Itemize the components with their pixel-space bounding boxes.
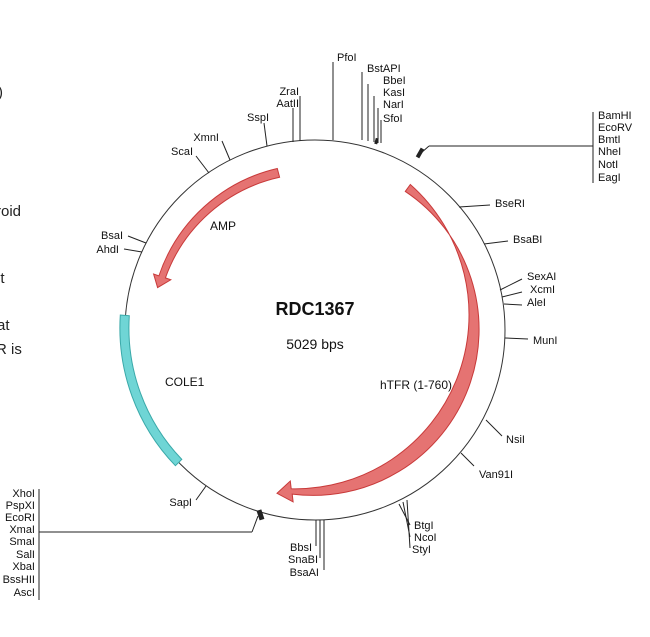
site-alei: AleI [527, 297, 546, 309]
edge-text-5: R is [0, 341, 22, 358]
site-sapi: SapI [169, 497, 192, 509]
nsii-tick [485, 419, 503, 437]
site-aatii: AatII [276, 98, 299, 110]
site-noti: NotI [598, 159, 618, 171]
edge-text-1: ) [0, 84, 3, 101]
sapi-tick [195, 485, 207, 501]
site-van91i: Van91I [479, 469, 513, 481]
site-ncoi: NcoI [414, 532, 437, 544]
htfr-label: hTFR (1-760) [380, 378, 452, 392]
site-smai: SmaI [9, 536, 35, 548]
site-nari: NarI [383, 99, 404, 111]
cole1-label: COLE1 [165, 375, 205, 389]
site-asci: AscI [14, 587, 35, 599]
ahdi-tick [123, 248, 143, 253]
alei-tick [503, 303, 523, 306]
plasmid-backbone [124, 139, 506, 521]
site-pfoi: PfoI [337, 52, 357, 64]
site-sexai: SexAI [527, 271, 556, 283]
mcs-bottom-marker [256, 509, 265, 521]
site-nsii: NsiI [506, 434, 525, 446]
site-bmti: BmtI [598, 134, 621, 146]
site-xcmi: XcmI [530, 284, 555, 296]
sexai-tick [499, 278, 523, 291]
plasmid-size: 5029 bps [286, 336, 344, 352]
site-bbsi: BbsI [290, 542, 312, 554]
site-sspi: SspI [247, 112, 269, 124]
site-nhei: NheI [598, 146, 621, 158]
site-xbai: XbaI [12, 561, 35, 573]
edge-text-2: roid [0, 203, 21, 220]
site-bsaai: BsaAI [290, 567, 319, 579]
bseri-tick [458, 204, 491, 208]
site-bbei: BbeI [383, 75, 406, 87]
cole1-origin [119, 314, 183, 467]
site-muni: MunI [533, 335, 557, 347]
bsabi-tick [483, 240, 509, 245]
site-eagi: EagI [598, 172, 621, 184]
edge-text-3: it [0, 270, 5, 287]
xcmi-tick [501, 291, 523, 298]
site-bsai: BsaI [101, 230, 123, 242]
site-sali: SalI [16, 549, 35, 561]
site-sfoi: SfoI [383, 113, 403, 125]
xmni-tick [221, 140, 231, 161]
site-bsabi: BsaBI [513, 234, 542, 246]
site-ahdi: AhdI [96, 244, 119, 256]
site-pspxi: PspXI [6, 500, 35, 512]
muni-tick [504, 337, 529, 340]
site-ecorv: EcoRV [598, 122, 633, 134]
site-styi: StyI [412, 544, 431, 556]
site-bsshii: BssHII [3, 574, 35, 586]
site-zrai: ZraI [279, 86, 299, 98]
site-bamhi: BamHI [598, 110, 632, 122]
amp-label: AMP [210, 219, 236, 233]
styi-tick [406, 499, 411, 549]
site-xmai: XmaI [9, 524, 35, 536]
site-ecori: EcoRI [5, 512, 35, 524]
scai-tick [195, 155, 210, 174]
htfr-arrow [276, 183, 480, 503]
mcs-top-marker [415, 147, 425, 159]
site-bstapi: BstAPI [367, 63, 401, 75]
site-kasi: KasI [383, 87, 405, 99]
mcs-top-connector [420, 145, 430, 154]
site-xmni: XmnI [193, 132, 219, 144]
amp-arrow [152, 167, 281, 289]
site-xhoi: XhoI [12, 488, 35, 500]
site-bseri: BseRI [495, 198, 525, 210]
site-scai: ScaI [171, 146, 193, 158]
bsai-tick [127, 235, 147, 244]
mcs-bottom-connector [251, 515, 259, 533]
van91i-tick [460, 452, 475, 467]
site-btgi: BtgI [414, 520, 434, 532]
edge-text-4: at [0, 317, 10, 334]
plasmid-name: RDC1367 [275, 299, 354, 319]
site-snabi: SnaBI [288, 554, 318, 566]
sspi-tick [263, 122, 268, 147]
